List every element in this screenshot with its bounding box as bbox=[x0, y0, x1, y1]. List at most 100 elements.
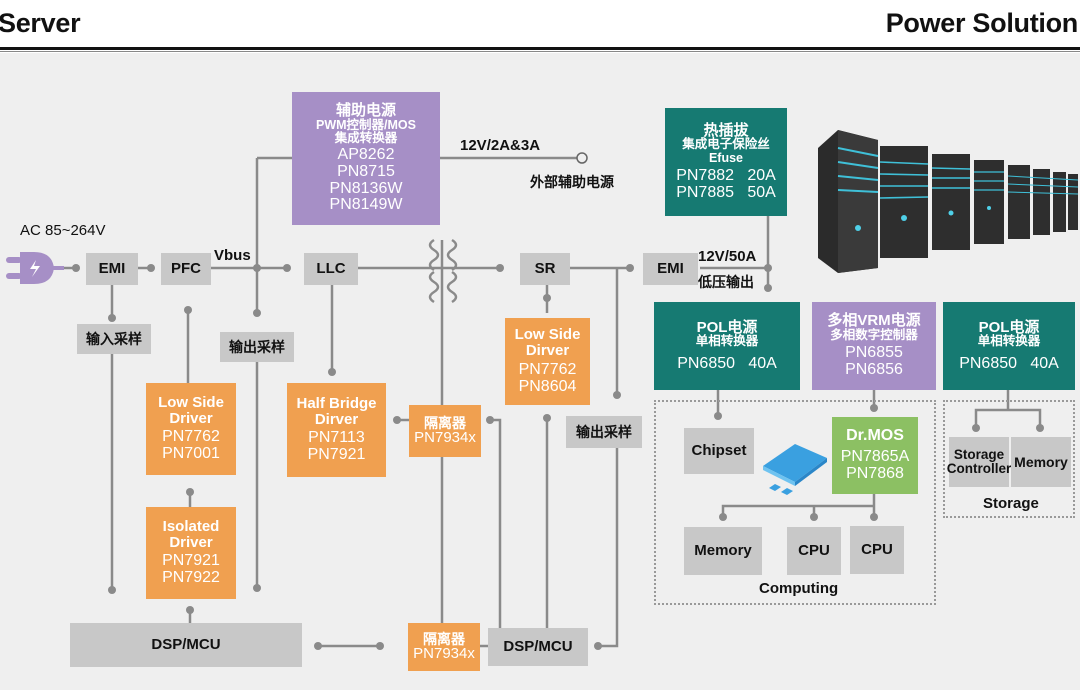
server-rack bbox=[1068, 174, 1078, 230]
emi-input-block[interactable]: EMI bbox=[86, 253, 138, 285]
server-rack bbox=[1033, 169, 1050, 235]
block-label: Chipset bbox=[691, 442, 747, 460]
block-title: POL电源 bbox=[978, 318, 1040, 336]
block-title: POL电源 bbox=[696, 318, 758, 336]
header-rule bbox=[0, 47, 1080, 50]
wire-node bbox=[186, 606, 194, 614]
header: Server Power Solution bbox=[0, 0, 1080, 52]
main-output-label: 12V/50A bbox=[698, 248, 757, 265]
wire-node bbox=[496, 264, 504, 272]
drmos-block[interactable]: Dr.MOS PN7865A PN7868 bbox=[832, 417, 918, 494]
block-title: 隔离器 bbox=[423, 630, 465, 647]
part-number: PN8715 bbox=[337, 162, 395, 180]
pol-power-block-1[interactable]: POL电源 单相转换器 PN6850 40A bbox=[654, 302, 800, 390]
cpu-block-2[interactable]: CPU bbox=[850, 526, 904, 574]
part-number: PN7921 bbox=[162, 551, 220, 569]
sr-block[interactable]: SR bbox=[520, 253, 570, 285]
main-output-desc: 低压输出 bbox=[698, 274, 754, 290]
transformer-coil bbox=[446, 238, 458, 272]
part-number: PN7922 bbox=[162, 568, 220, 586]
server-rack bbox=[1053, 172, 1066, 232]
chip-illustration bbox=[763, 444, 827, 495]
block-subtitle: 集成转换器 bbox=[334, 130, 398, 145]
block-title: Dirver bbox=[525, 342, 570, 360]
part-number: PN7934x bbox=[414, 429, 476, 447]
block-title: Dirver bbox=[314, 410, 359, 428]
wire-node bbox=[486, 416, 494, 424]
server-rack bbox=[932, 154, 970, 250]
wire-node bbox=[626, 264, 634, 272]
wire-node bbox=[543, 294, 551, 302]
block-title: Half Bridge bbox=[296, 394, 377, 412]
wire-node bbox=[376, 642, 384, 650]
part-number: PN7882 20A bbox=[676, 166, 776, 184]
memory-block[interactable]: Memory bbox=[684, 527, 762, 575]
output-sample-block-1[interactable]: 输出采样 bbox=[220, 332, 294, 362]
aux-output-desc: 外部辅助电源 bbox=[530, 174, 614, 190]
wire-node bbox=[719, 513, 727, 521]
block-label: CPU bbox=[798, 542, 830, 560]
computing-group-label: Computing bbox=[759, 580, 839, 597]
header-rule-thin bbox=[0, 51, 1080, 52]
wire-node bbox=[253, 264, 261, 272]
part-number: PN7885 50A bbox=[676, 183, 776, 201]
multiphase-vrm-block[interactable]: 多相VRM电源 多相数字控制器 PN6855 PN6856 bbox=[812, 302, 936, 390]
block-title: Driver bbox=[169, 409, 213, 427]
transformer-coil bbox=[446, 270, 458, 304]
low-side-driver-pfc-block[interactable]: Low Side Driver PN7762 PN7001 bbox=[146, 383, 236, 475]
part-number: PN6850 40A bbox=[959, 354, 1059, 372]
block-subtitle: 单相转换器 bbox=[977, 334, 1041, 349]
isolated-driver-block[interactable]: Isolated Driver PN7921 PN7922 bbox=[146, 507, 236, 599]
storage-memory-block[interactable]: Memory bbox=[1011, 437, 1071, 487]
part-number: PN6855 bbox=[845, 344, 903, 362]
hot-swap-efuse-block[interactable]: 热插拔 集成电子保险丝 Efuse PN7882 20A PN7885 50A bbox=[665, 108, 787, 216]
block-title: Dr.MOS bbox=[846, 427, 904, 445]
part-number: PN7762 bbox=[518, 360, 577, 378]
wire-node bbox=[108, 586, 116, 594]
output-sample-block-2[interactable]: 输出采样 bbox=[566, 416, 642, 448]
aux-output-label: 12V/2A&3A bbox=[460, 137, 541, 154]
storage-controller-block[interactable]: Storage Controller bbox=[946, 437, 1012, 487]
part-number: PN7113 bbox=[308, 429, 365, 447]
pol-power-block-2[interactable]: POL电源 单相转换器 PN6850 40A bbox=[943, 302, 1075, 390]
wire-node bbox=[253, 584, 261, 592]
part-number: PN7001 bbox=[162, 445, 220, 463]
server-rack bbox=[974, 160, 1004, 244]
block-label: EMI bbox=[657, 260, 684, 278]
storage-group-label: Storage bbox=[983, 495, 1039, 512]
dsp-mcu-block-2[interactable]: DSP/MCU bbox=[488, 628, 588, 666]
cpu-block-1[interactable]: CPU bbox=[787, 527, 841, 575]
part-number: PN6856 bbox=[845, 360, 903, 378]
block-label: Controller bbox=[946, 461, 1012, 476]
block-title: 隔离器 bbox=[424, 414, 466, 431]
emi-output-block[interactable]: EMI bbox=[643, 253, 698, 285]
transformer-coil bbox=[428, 238, 440, 272]
block-label: SR bbox=[534, 260, 556, 278]
part-number: AP8262 bbox=[337, 145, 395, 163]
isolator-block-1[interactable]: 隔离器 PN7934x bbox=[409, 405, 481, 457]
storage-group bbox=[943, 400, 1075, 518]
server-rack bbox=[1008, 165, 1030, 239]
block-title: Isolated bbox=[162, 518, 220, 536]
wire bbox=[598, 448, 619, 648]
low-side-driver-sr-block[interactable]: Low Side Dirver PN7762 PN8604 bbox=[505, 318, 590, 405]
wire-node bbox=[283, 264, 291, 272]
wire-node bbox=[328, 368, 336, 376]
wire-node bbox=[314, 642, 322, 650]
part-number: PN7762 bbox=[162, 428, 220, 446]
dsp-mcu-block-1[interactable]: DSP/MCU bbox=[70, 623, 302, 667]
block-subtitle: 集成电子保险丝 bbox=[682, 137, 770, 152]
half-bridge-driver-block[interactable]: Half Bridge Dirver PN7113 PN7921 bbox=[287, 383, 386, 477]
isolator-block-2[interactable]: 隔离器 PN7934x bbox=[408, 623, 480, 671]
pfc-block[interactable]: PFC bbox=[161, 253, 211, 285]
wire-node bbox=[870, 513, 878, 521]
wire-node bbox=[594, 642, 602, 650]
chipset-block[interactable]: Chipset bbox=[684, 428, 754, 474]
input-sample-block[interactable]: 输入采样 bbox=[77, 324, 151, 354]
aux-power-block[interactable]: 辅助电源 PWM控制器/MOS 集成转换器 AP8262 PN8715 PN81… bbox=[292, 92, 440, 225]
wire-node bbox=[543, 414, 551, 422]
block-label: EMI bbox=[98, 260, 126, 278]
llc-block[interactable]: LLC bbox=[304, 253, 358, 285]
part-number: PN8604 bbox=[518, 377, 577, 395]
ac-input-label: AC 85~264V bbox=[20, 222, 106, 239]
